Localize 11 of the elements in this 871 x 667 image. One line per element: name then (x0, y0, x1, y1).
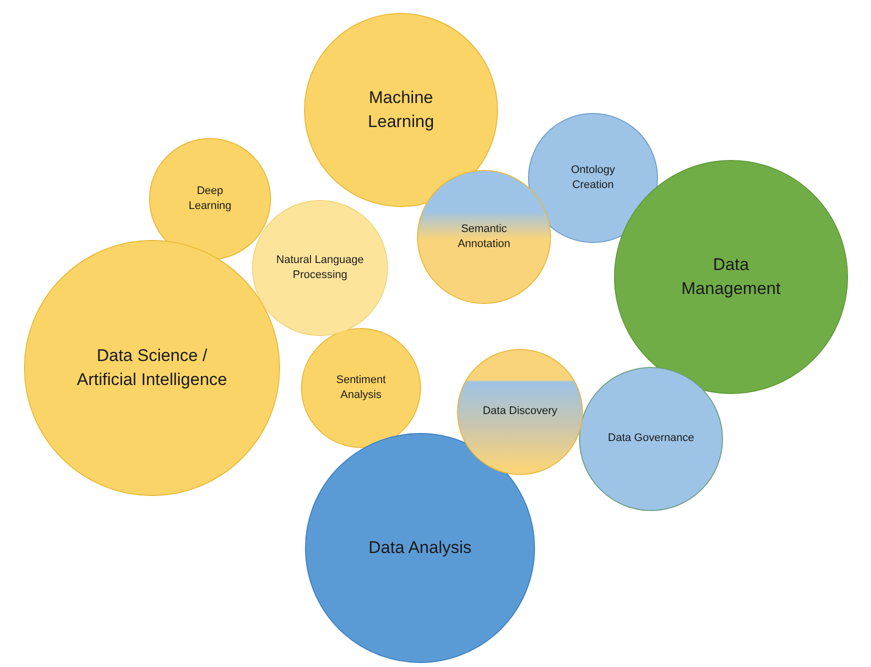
bubble-label: Deep Learning (188, 184, 232, 214)
bubble-label: Data Management (680, 254, 782, 300)
bubble-label: Data Analysis (368, 537, 472, 560)
bubble-label: Data Science / Artificial Intelligence (76, 345, 228, 391)
bubble-label: Data Governance (606, 431, 696, 446)
bubble-label: Machine Learning (366, 87, 436, 133)
bubble-label: Natural Language Processing (275, 252, 365, 283)
bubble-label: Sentiment Analysis (335, 372, 387, 403)
bubble-label: Data Discovery (482, 404, 558, 420)
bubble-label: Ontology Creation (570, 162, 616, 193)
bubble-label: Semantic Annotation (456, 222, 512, 252)
